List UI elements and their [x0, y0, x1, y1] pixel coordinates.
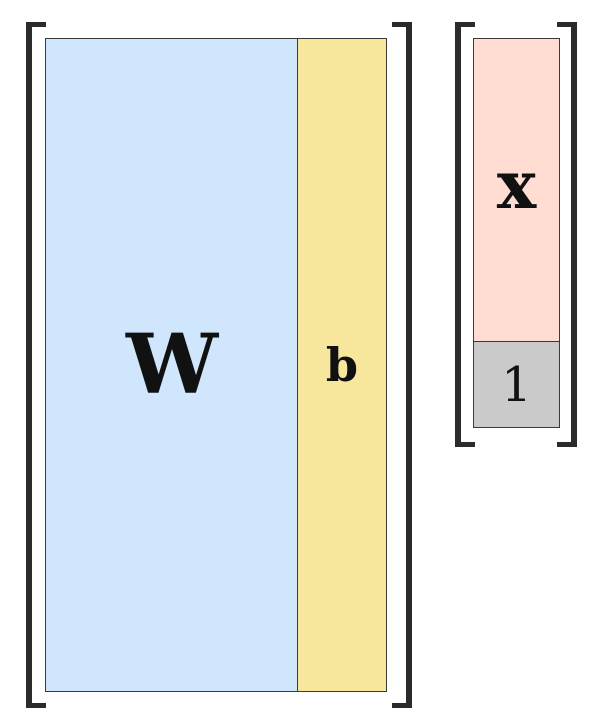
augment-one-label: 1: [501, 356, 532, 413]
augment-one-block: 1: [473, 341, 560, 428]
weights-label: W: [125, 317, 219, 413]
weights-block: W: [45, 38, 299, 692]
bias-label: b: [325, 338, 359, 392]
input-block: x: [473, 38, 560, 343]
bias-block: b: [297, 38, 387, 692]
input-label: x: [496, 145, 537, 224]
